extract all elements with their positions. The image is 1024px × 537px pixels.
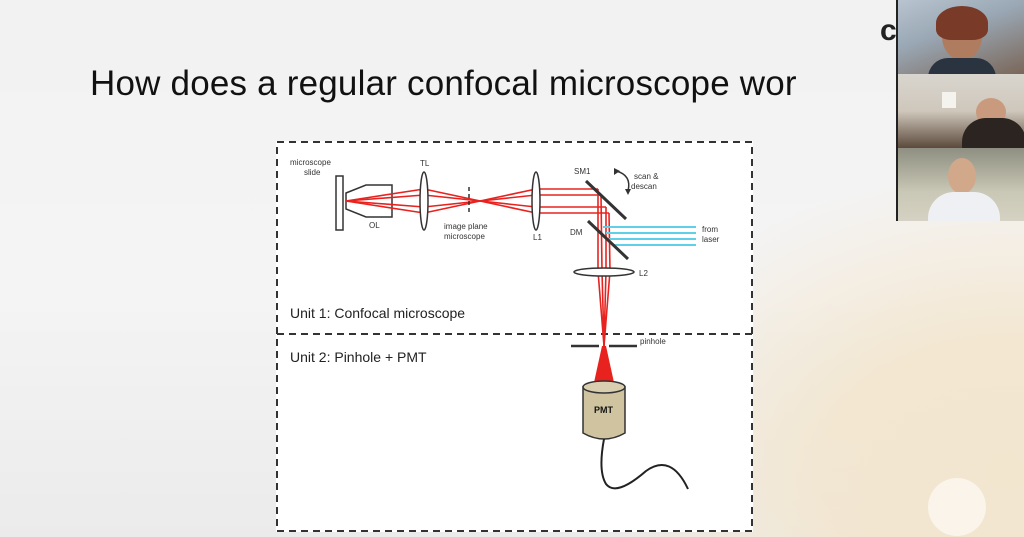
- label-l1: L1: [533, 233, 542, 242]
- emission-beams: [345, 188, 611, 347]
- pmt-body: [582, 386, 626, 440]
- wall-picture: [942, 92, 956, 108]
- label-scan-2: descan: [631, 182, 657, 191]
- lens-l2: [573, 267, 635, 277]
- unit2-label: Unit 2: Pinhole + PMT: [290, 349, 427, 365]
- participant-body: [928, 192, 1000, 221]
- participant-face: [948, 158, 976, 194]
- logo: c: [880, 14, 897, 47]
- diagram-svg: microscope slide OL TL image plane micro…: [276, 141, 753, 532]
- pmt-light-cone: [593, 346, 615, 387]
- participant-hair: [936, 6, 988, 40]
- label-pinhole: pinhole: [640, 337, 666, 346]
- scan-arrow: [615, 170, 630, 192]
- objective-lens: [345, 184, 393, 218]
- overlay-circle: [928, 478, 986, 536]
- scan-mirror: [584, 179, 628, 221]
- label-image-plane-2: microscope: [444, 232, 485, 241]
- microscope-slide: [335, 175, 344, 231]
- participant-body: [928, 58, 996, 74]
- video-tile-participant-1[interactable]: [896, 0, 1024, 74]
- video-tile-participant-3[interactable]: [896, 148, 1024, 221]
- label-image-plane-1: image plane: [444, 222, 488, 231]
- label-pmt: PMT: [594, 405, 614, 415]
- label-dm: DM: [570, 228, 583, 237]
- pmt-cable: [600, 438, 689, 490]
- label-from-laser-1: from: [702, 225, 718, 234]
- confocal-diagram: microscope slide OL TL image plane micro…: [276, 141, 753, 532]
- slide-title: How does a regular confocal microscope w…: [90, 64, 797, 103]
- label-from-laser-2: laser: [702, 235, 720, 244]
- label-l2: L2: [639, 269, 648, 278]
- label-tl: TL: [420, 159, 430, 168]
- video-tile-participant-2[interactable]: [896, 74, 1024, 148]
- unit1-label: Unit 1: Confocal microscope: [290, 305, 465, 321]
- label-ol: OL: [369, 221, 380, 230]
- label-scan-1: scan &: [634, 172, 659, 181]
- dichroic-mirror: [586, 219, 630, 261]
- label-sm1: SM1: [574, 167, 591, 176]
- laser-beams: [603, 226, 696, 246]
- lens-l1: [531, 171, 541, 231]
- tube-lens: [419, 171, 429, 231]
- pmt-top: [582, 380, 626, 394]
- label-microscope-slide-2: slide: [304, 168, 321, 177]
- label-microscope-slide-1: microscope: [290, 158, 331, 167]
- participant-body: [962, 118, 1024, 148]
